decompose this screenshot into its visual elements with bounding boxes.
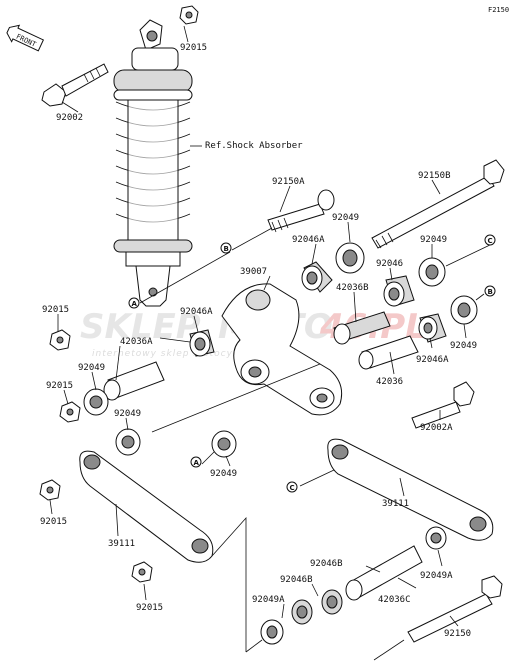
rocker-arm-39007 [221,283,343,416]
part-label: 92150 [444,629,471,639]
diagram-code: F2150 [488,6,509,14]
tie-rod-right [327,438,494,541]
part-label: 92046A [416,355,449,365]
front-arrow-icon: FRONT [6,24,45,52]
part-label: 92046B [310,559,343,569]
leader-lines [49,25,493,661]
part-label: 92015 [40,517,67,527]
part-label: 42036 [376,377,403,387]
part-label: 92049 [450,341,477,351]
part-label: 92150A [272,177,305,187]
tie-rod-left [79,450,214,563]
ref-shock-absorber-label: Ref.Shock Absorber [205,141,303,151]
part-label: 39007 [240,267,267,277]
part-label: 92015 [42,305,69,315]
part-label: 92049 [114,409,141,419]
callout-c-1: C [488,237,493,245]
part-label: 42036C [378,595,411,605]
part-label: 92002A [420,423,453,433]
callout-b-2: B [488,288,493,296]
callout-markers: A B C B A C [128,234,496,493]
bolt-92150B [371,159,505,249]
part-label: 92049 [332,213,359,223]
part-label: 92046A [292,235,325,245]
watermark-tagline: internetowy sklep motocyklowy [92,349,264,359]
part-label: 92049A [252,595,285,605]
part-label: 92015 [136,603,163,613]
part-label: 92049 [420,235,447,245]
part-label: 92015 [180,43,207,53]
part-label: 42036B [336,283,369,293]
part-label: 92150B [418,171,451,181]
callout-b-1: B [224,245,229,253]
callout-a-1: A [132,300,138,308]
shock-absorber [113,19,193,307]
part-label: 92046 [376,259,403,269]
part-label: 92049 [210,469,237,479]
part-label: 92046B [280,575,313,585]
part-label: 39111 [382,499,409,509]
callout-c-2: C [290,484,295,492]
part-number-labels: 92015 92002 92150A 92150B 92049 92046A 9… [40,43,477,639]
part-label: 92002 [56,113,83,123]
bolt-92002 [41,63,109,107]
callout-a-2: A [194,459,200,467]
part-label: 39111 [108,539,135,549]
watermark-brand-a: SKLEP [80,307,201,347]
part-label: 42036A [120,337,153,347]
part-label: 92015 [46,381,73,391]
part-label: 92049A [420,571,453,581]
part-label: 92049 [78,363,105,373]
part-label: 92046A [180,307,213,317]
bolt-92150A [267,189,335,233]
